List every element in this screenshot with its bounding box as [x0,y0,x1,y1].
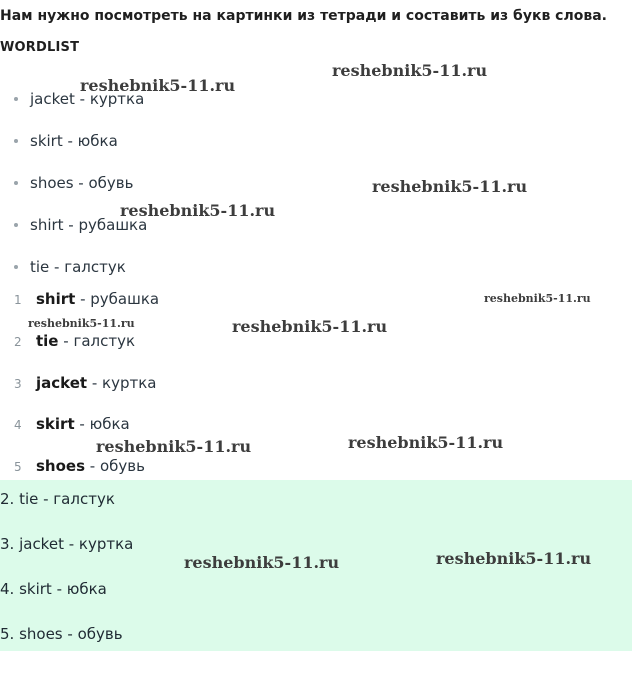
list-item: skirt - юбка [14,132,118,150]
watermark: reshebnik5-11.ru [96,437,252,456]
list-item-text: tie - галстук [30,258,126,276]
bullet-icon [14,138,18,143]
item-number: 1 [14,293,22,307]
wordlist-title: WORDLIST [0,40,80,55]
answer-line: 2. tie - галстук [0,490,115,508]
list-item-text: shirt - рубашка [30,216,148,234]
list-item-text: jacket - куртка [30,90,145,108]
list-item-text: shoes - обувь [30,174,134,192]
item-number: 2 [14,335,22,349]
watermark: reshebnik5-11.ru [120,201,276,220]
item-number: 4 [14,418,22,432]
translation: - рубашка [75,290,160,308]
translation: - куртка [87,374,157,392]
list-item: shoes - обувь [14,174,133,192]
translation: - галстук [58,332,136,350]
answer-line: 5. shoes - обувь [0,625,123,643]
item-number: 5 [14,460,22,474]
english-word: skirt [36,415,75,433]
list-item: jacket - куртка [14,90,144,108]
english-word: shoes [36,457,86,475]
answer-box: 2. tie - галстук 3. jacket - куртка 4. s… [0,480,632,651]
bullet-icon [14,264,18,269]
answer-line: 3. jacket - куртка [0,535,134,553]
item-number: 3 [14,377,22,391]
list-item-text: skirt - юбка [30,132,118,150]
watermark: reshebnik5-11.ru [232,317,388,336]
watermark: reshebnik5-11.ru [484,292,591,305]
numbered-item: 2 tie - галстук [14,332,135,350]
translation: - юбка [74,415,130,433]
numbered-item: 1 shirt - рубашка [14,290,159,308]
bullet-icon [14,222,18,227]
watermark: reshebnik5-11.ru [348,433,504,452]
numbered-item: 5 shoes - обувь [14,457,145,475]
english-word: tie [36,332,59,350]
watermark: reshebnik5-11.ru [184,553,340,572]
watermark: reshebnik5-11.ru [28,317,135,330]
list-item: shirt - рубашка [14,216,147,234]
bullet-icon [14,96,18,101]
translation: - обувь [85,457,145,475]
english-word: shirt [36,290,76,308]
english-word: jacket [36,374,88,392]
numbered-item: 3 jacket - куртка [14,374,156,392]
watermark: reshebnik5-11.ru [372,177,528,196]
watermark: reshebnik5-11.ru [436,549,592,568]
bullet-icon [14,180,18,185]
answer-line: 4. skirt - юбка [0,580,107,598]
watermark: reshebnik5-11.ru [80,76,236,95]
numbered-item: 4 skirt - юбка [14,415,130,433]
page-heading: Нам нужно посмотреть на картинки из тетр… [0,8,607,24]
list-item: tie - галстук [14,258,126,276]
watermark: reshebnik5-11.ru [332,61,488,80]
